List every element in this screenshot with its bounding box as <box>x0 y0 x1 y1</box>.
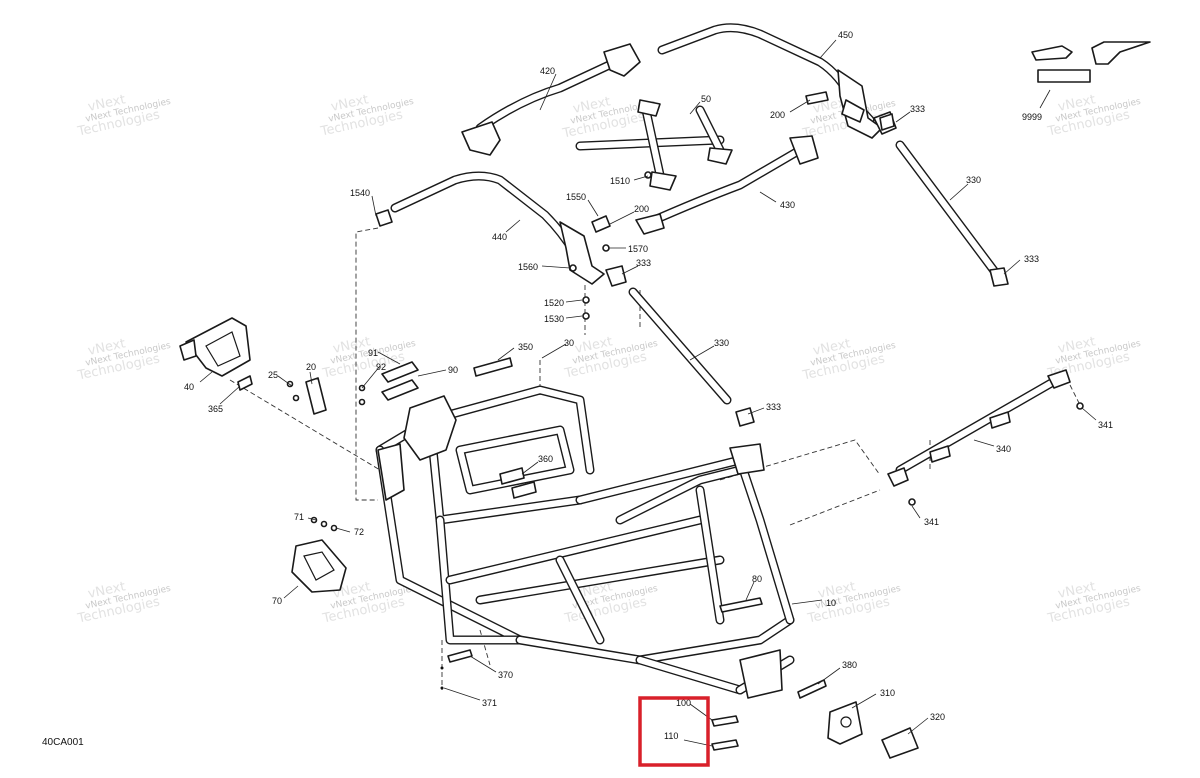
callout-365: 365 <box>208 404 223 414</box>
callout-341: 341 <box>924 517 939 527</box>
part-50-brace <box>575 99 733 191</box>
callout-330: 330 <box>966 175 981 185</box>
callout-333: 333 <box>766 402 781 412</box>
callout-110: 110 <box>664 731 678 741</box>
callout-333: 333 <box>1024 254 1039 264</box>
callout-370: 370 <box>498 670 513 680</box>
callout-40: 40 <box>184 382 194 392</box>
part-450-cage-hoop <box>657 23 883 139</box>
callout-371: 371 <box>482 698 497 708</box>
part-40-bracket <box>179 317 251 377</box>
callout-1530: 1530 <box>544 314 564 324</box>
part-9999-decal-kit <box>1031 41 1151 109</box>
diagram-code: 40CA001 <box>42 737 84 748</box>
small-parts-bottom <box>440 597 919 759</box>
callout-92: 92 <box>376 362 386 372</box>
callout-350: 350 <box>518 342 533 352</box>
callout-1550: 1550 <box>566 192 586 202</box>
watermark: vNext vNext Technologies Technologies <box>1045 579 1142 626</box>
watermark: vNext vNext Technologies Technologies <box>562 334 659 381</box>
part-340-side-bar <box>887 369 1084 506</box>
callout-320: 320 <box>930 712 945 722</box>
callout-30: 30 <box>564 338 574 348</box>
callout-80: 80 <box>752 574 762 584</box>
watermark: vNext vNext Technologies Technologies <box>75 92 172 139</box>
watermark: vNext vNext Technologies Technologies <box>805 579 902 626</box>
watermark: vNext vNext Technologies Technologies <box>75 579 172 626</box>
callout-340: 340 <box>996 444 1011 454</box>
callout-1510: 1510 <box>610 176 630 186</box>
callout-9999: 9999 <box>1022 112 1042 122</box>
callout-50: 50 <box>701 94 711 104</box>
callout-71: 71 <box>294 512 304 522</box>
part-330-tube-center <box>628 287 732 405</box>
part-10-main-frame <box>375 385 795 699</box>
callout-430: 430 <box>780 200 795 210</box>
callout-420: 420 <box>540 66 555 76</box>
callout-1520: 1520 <box>544 298 564 308</box>
callout-90: 90 <box>448 365 458 375</box>
part-430-cross-bar <box>635 135 819 235</box>
callout-360: 360 <box>538 454 553 464</box>
callout-1570: 1570 <box>628 244 648 254</box>
part-70-mount <box>291 516 347 593</box>
callout-341: 341 <box>1098 420 1113 430</box>
callout-440: 440 <box>492 232 507 242</box>
highlight-box <box>638 696 710 767</box>
callout-100: 100 <box>676 698 691 708</box>
callout-450: 450 <box>838 30 853 40</box>
watermark: vNext vNext Technologies Technologies <box>318 92 415 139</box>
callout-1540: 1540 <box>350 188 370 198</box>
callout-labels: 420 450 50 200 333 9999 1510 430 330 154… <box>184 30 1113 741</box>
callout-1560: 1560 <box>518 262 538 272</box>
callout-25: 25 <box>268 370 278 380</box>
callout-91: 91 <box>368 348 378 358</box>
assembly-guides <box>229 227 1081 690</box>
callout-333: 333 <box>910 104 925 114</box>
callout-20: 20 <box>306 362 316 372</box>
watermark: vNext vNext Technologies Technologies <box>75 336 172 383</box>
watermark: vNext vNext Technologies Technologies <box>1045 92 1142 139</box>
callout-70: 70 <box>272 596 282 606</box>
callout-200: 200 <box>634 204 649 214</box>
hardware-fasteners <box>569 113 895 427</box>
callout-333: 333 <box>636 258 651 268</box>
callout-200: 200 <box>770 110 785 120</box>
callout-72: 72 <box>354 527 364 537</box>
small-parts-left <box>237 357 513 415</box>
callout-380: 380 <box>842 660 857 670</box>
callout-330: 330 <box>714 338 729 348</box>
part-420-cross-bar <box>461 43 641 156</box>
callout-310: 310 <box>880 688 895 698</box>
watermark: vNext vNext Technologies Technologies <box>800 336 897 383</box>
callout-10: 10 <box>826 598 836 608</box>
